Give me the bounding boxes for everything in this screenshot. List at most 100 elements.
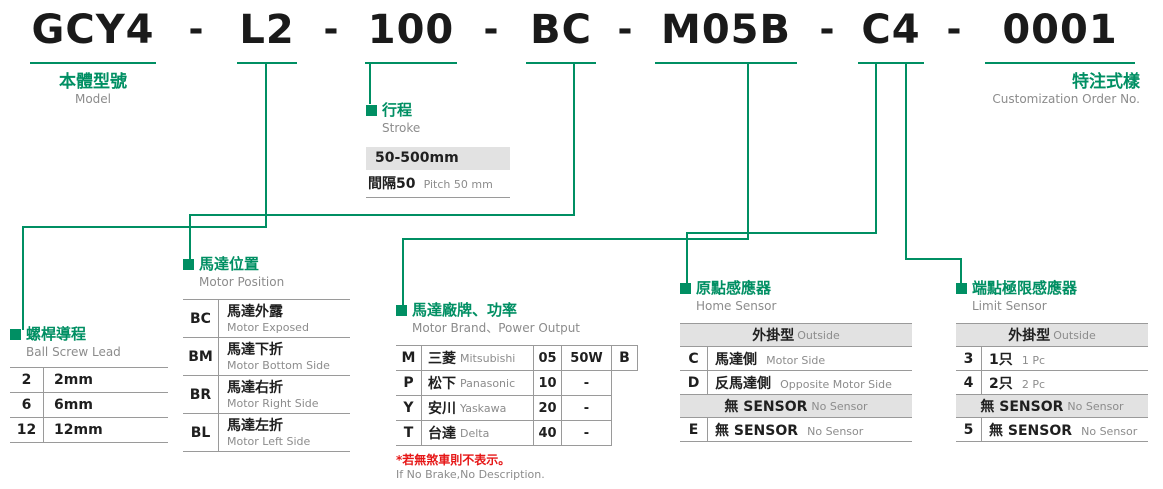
row-code: E xyxy=(680,418,708,441)
row-value-en: No Sensor xyxy=(1081,424,1138,438)
row-value-en: Motor Right Side xyxy=(227,397,319,410)
row-value-en: Motor Bottom Side xyxy=(227,359,330,372)
row-value: 馬達下折 Motor Bottom Side xyxy=(219,338,330,375)
ball-screw-title-en: Ball Screw Lead xyxy=(26,345,121,359)
row-brand: 安川 Yaskawa xyxy=(422,396,534,420)
row-value-zh: 無 SENSOR xyxy=(715,422,799,439)
customization-label-en: Customization Order No. xyxy=(992,92,1140,106)
row-value-en: Motor Side xyxy=(766,353,826,367)
brand-en: Delta xyxy=(460,426,490,440)
ball-screw-section: 螺桿導程 Ball Screw Lead 2 2mm 6 6mm 12 12mm xyxy=(10,326,168,443)
table-row: D 反馬達側 Opposite Motor Side xyxy=(680,371,912,395)
no-sensor-en: No Sensor xyxy=(811,399,868,413)
motor-position-title-zh: 馬達位置 xyxy=(199,255,260,273)
row-value-en: 2 Pc xyxy=(1021,377,1046,391)
row-code: C xyxy=(680,347,708,370)
connector-limit-h xyxy=(905,258,962,260)
no-sensor-band: 無 SENSOR No Sensor xyxy=(956,395,1148,418)
connector-limit-v2 xyxy=(960,258,962,284)
row-value: 馬達左折 Motor Left Side xyxy=(219,414,310,451)
row-value: 馬達側 Motor Side xyxy=(708,349,825,369)
home-sensor-title: 原點感應器 xyxy=(680,280,912,297)
header-en: Outside xyxy=(1053,328,1096,342)
row-value-zh: 馬達側 xyxy=(715,351,757,368)
row-code: Y xyxy=(396,396,422,420)
row-value: 12mm xyxy=(54,422,103,438)
power-code: 20 xyxy=(534,396,562,420)
green-square-icon xyxy=(680,283,691,294)
code-segment-stroke: 100 xyxy=(365,6,457,64)
row-value: 馬達外露 Motor Exposed xyxy=(219,300,309,337)
row-brand: 松下 Panasonic xyxy=(422,371,534,395)
row-value-zh: 馬達右折 xyxy=(227,380,283,396)
table-row: 3 1只 1 Pc xyxy=(956,347,1148,371)
limit-sensor-section: 端點極限感應器 Limit Sensor 外掛型 Outside 3 1只 1 … xyxy=(956,280,1148,442)
stroke-pitch-zh: 間隔50 xyxy=(368,176,416,192)
row-value: 6mm xyxy=(54,397,93,413)
stroke-pitch: 間隔50 Pitch 50 mm xyxy=(366,170,510,198)
power-value: - xyxy=(562,371,612,395)
green-square-icon xyxy=(956,283,967,294)
connector-brand-v2 xyxy=(402,238,404,306)
motor-position-section: 馬達位置 Motor Position BC 馬達外露 Motor Expose… xyxy=(183,256,350,452)
row-code: T xyxy=(396,421,422,445)
row-value-en: Motor Left Side xyxy=(227,435,311,448)
row-value: 馬達右折 Motor Right Side xyxy=(219,376,319,413)
row-value-en: 1 Pc xyxy=(1021,353,1046,367)
row-code: 12 xyxy=(10,418,44,442)
table-row: T 台達 Delta 40 - xyxy=(396,421,612,446)
power-value: - xyxy=(562,421,612,445)
motor-position-title-en: Motor Position xyxy=(199,275,285,289)
connector-motorpos-v2 xyxy=(189,214,191,260)
code-segment-custom-no: 0001 xyxy=(985,6,1135,64)
table-row: BL 馬達左折 Motor Left Side xyxy=(183,414,350,452)
table-row: 6 6mm xyxy=(10,393,168,418)
connector-lead-v2 xyxy=(22,226,24,330)
header-zh: 外掛型 xyxy=(752,328,795,344)
motor-position-title: 馬達位置 xyxy=(183,256,350,273)
motor-brand-table-main: M 三菱 Mitsubishi 05 50W P 松下 Panasonic 10 xyxy=(396,345,612,446)
row-brand: 三菱 Mitsubishi xyxy=(422,346,534,370)
stroke-title-zh: 行程 xyxy=(382,101,413,119)
ball-screw-table: 2 2mm 6 6mm 12 12mm xyxy=(10,367,168,443)
row-brand: 台達 Delta xyxy=(422,421,534,445)
motor-brand-title-zh: 馬達廠牌、功率 xyxy=(412,301,518,319)
row-code: 3 xyxy=(956,347,982,370)
row-value: 2mm xyxy=(54,372,93,388)
code-separator: - xyxy=(483,9,499,50)
brand-zh: 台達 xyxy=(428,426,456,442)
motor-brand-section: 馬達廠牌、功率 Motor Brand、Power Output M 三菱 Mi… xyxy=(396,301,638,482)
table-row: BC 馬達外露 Motor Exposed xyxy=(183,300,350,338)
table-row: E 無 SENSOR No Sensor xyxy=(680,418,912,442)
connector-home-v xyxy=(875,63,877,232)
table-row: Y 安川 Yaskawa 20 - xyxy=(396,396,612,421)
connector-home-h xyxy=(686,232,877,234)
limit-sensor-title-zh: 端點極限感應器 xyxy=(972,279,1078,297)
brake-code-cell: B xyxy=(612,345,638,371)
code-segment-sensors: C4 xyxy=(858,6,924,64)
limit-sensor-title-en: Limit Sensor xyxy=(972,299,1047,313)
model-label-en: Model xyxy=(74,92,112,106)
row-code: 2 xyxy=(10,368,44,392)
row-value: 2只 2 Pc xyxy=(982,373,1045,393)
table-row: M 三菱 Mitsubishi 05 50W xyxy=(396,346,612,371)
row-value-zh: 1只 xyxy=(989,351,1013,368)
row-value-en: Opposite Motor Side xyxy=(780,377,892,391)
motor-position-table: BC 馬達外露 Motor Exposed BM 馬達下折 Motor Bott… xyxy=(183,299,350,452)
connector-stroke-v xyxy=(369,63,371,104)
connector-lead-h xyxy=(22,226,267,228)
home-sensor-title-en: Home Sensor xyxy=(696,299,777,313)
stroke-range: 50-500mm xyxy=(366,147,510,170)
model-label: 本體型號 Model xyxy=(30,72,156,107)
brand-en: Mitsubishi xyxy=(460,351,516,365)
code-separator: - xyxy=(946,9,962,50)
row-value: 反馬達側 Opposite Motor Side xyxy=(708,373,892,393)
row-value-zh: 反馬達側 xyxy=(715,375,771,392)
code-separator: - xyxy=(188,9,204,50)
stroke-section: 行程 Stroke 50-500mm 間隔50 Pitch 50 mm xyxy=(366,102,510,198)
no-sensor-zh: 無 SENSOR xyxy=(980,399,1064,415)
stroke-title: 行程 xyxy=(366,102,510,119)
brand-zh: 三菱 xyxy=(428,351,456,367)
no-sensor-band: 無 SENSOR No Sensor xyxy=(680,395,912,418)
